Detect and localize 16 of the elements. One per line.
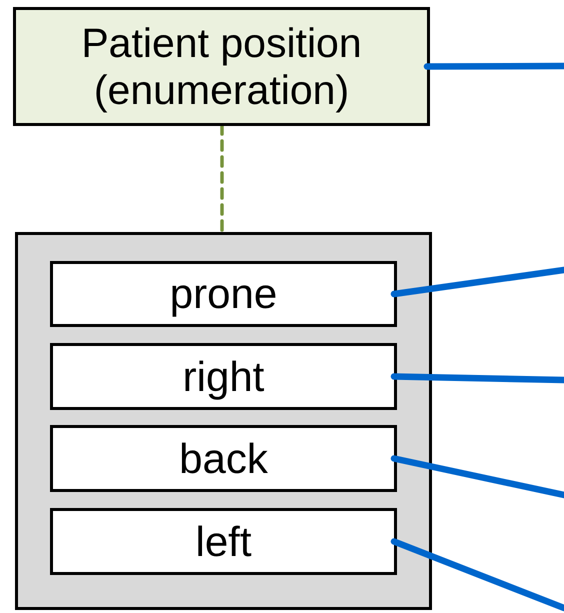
value-box bbox=[50, 343, 397, 410]
value-label: left bbox=[195, 518, 252, 566]
connector-line bbox=[390, 373, 564, 384]
value-label: right bbox=[182, 352, 264, 400]
value-box bbox=[50, 508, 397, 575]
connector-line bbox=[424, 62, 564, 70]
value-label: prone bbox=[170, 270, 278, 318]
class-box bbox=[13, 7, 430, 126]
connector-line bbox=[390, 266, 564, 298]
enumeration-panel bbox=[15, 232, 432, 610]
class-name: Patient position (enumeration) bbox=[80, 20, 363, 113]
value-box bbox=[50, 425, 397, 492]
value-label: back bbox=[179, 434, 268, 482]
connector-line bbox=[390, 455, 564, 498]
connector-line bbox=[390, 538, 564, 612]
value-box bbox=[50, 261, 397, 327]
